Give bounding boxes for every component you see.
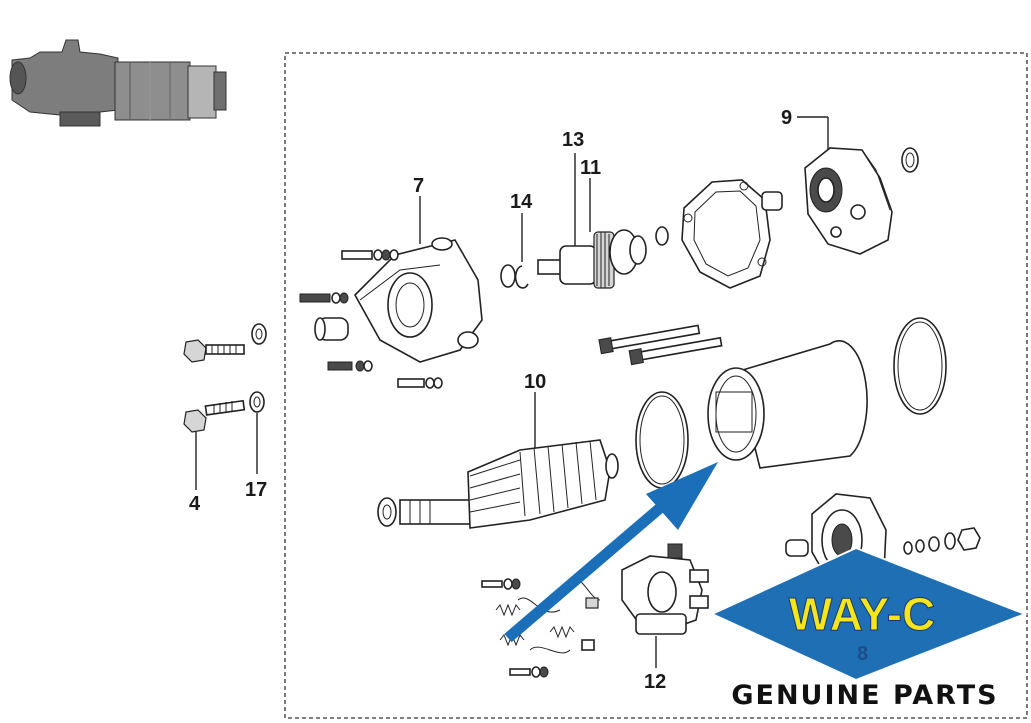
part-14-circlip xyxy=(500,264,529,289)
part-17-washer-lower xyxy=(249,391,265,413)
part-7-screws xyxy=(299,249,443,389)
part-17-washer-upper xyxy=(251,323,267,345)
callout-12: 12 xyxy=(644,671,666,693)
callout-4: 4 xyxy=(189,493,201,515)
part-4-bolt-upper xyxy=(183,339,245,363)
callout-13: 13 xyxy=(562,129,584,151)
part-9-end-frame xyxy=(804,147,893,255)
part-10-armature xyxy=(377,439,619,529)
callout-11: 11 xyxy=(580,157,601,179)
dashed-frame xyxy=(284,52,1028,719)
logo-brand-text: WAY-C xyxy=(789,588,936,640)
callout-9: 9 xyxy=(781,107,792,129)
callout-8: 8 xyxy=(857,643,868,665)
part-11-pinion-clutch xyxy=(537,226,669,289)
yoke-ring-small xyxy=(635,391,689,489)
field-yoke xyxy=(707,339,868,469)
part-7-drive-housing xyxy=(314,237,483,363)
direction-arrow xyxy=(504,462,718,643)
callout-10: 10 xyxy=(524,371,546,393)
callout-7: 7 xyxy=(413,175,424,197)
brush-springs xyxy=(481,577,601,678)
gear-housing-gasket xyxy=(681,179,783,289)
part-12-brush-holder xyxy=(621,543,709,635)
through-bolts xyxy=(598,324,723,366)
way-c-logo: WAY-C xyxy=(709,546,1028,682)
callout-14: 14 xyxy=(510,191,533,213)
part-4-bolt-lower xyxy=(183,399,246,433)
logo-tagline: GENUINE PARTS xyxy=(731,680,999,711)
yoke-ring-large xyxy=(893,317,947,415)
part-9-oring xyxy=(901,147,919,173)
callout-17: 17 xyxy=(245,479,267,501)
starter-assembly-thumbnail xyxy=(9,39,227,127)
